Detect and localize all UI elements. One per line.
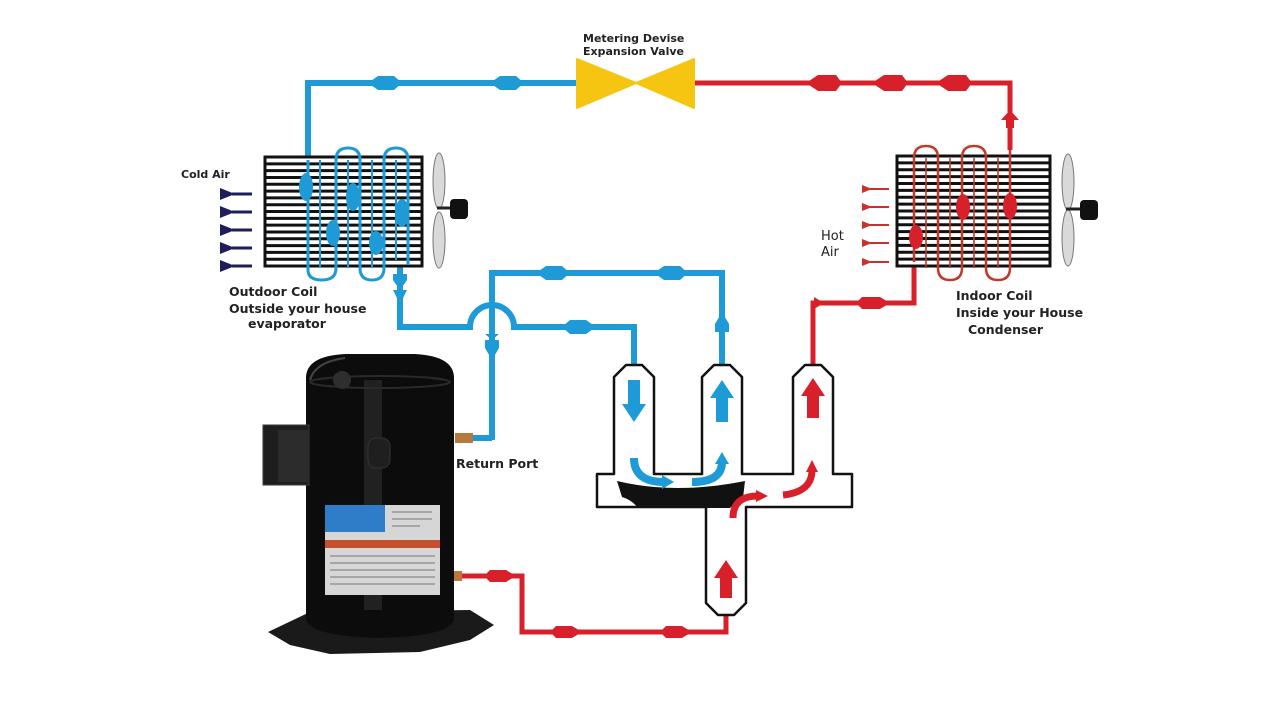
flow-arrow-left bbox=[490, 76, 524, 90]
indoor-coil[interactable] bbox=[895, 144, 1098, 282]
cold-air-label: Cold Air bbox=[181, 168, 230, 181]
hot-line-compressor-discharge bbox=[458, 573, 729, 635]
outdoor-coil-tubing bbox=[306, 146, 410, 282]
flow-arrow-right bbox=[660, 626, 692, 638]
flow-arrow-right bbox=[814, 297, 824, 309]
flow-arrow-right bbox=[550, 626, 582, 638]
flow-arrow-up bbox=[1001, 110, 1019, 128]
return-port-label: Return Port bbox=[456, 456, 539, 471]
flow-arrow-left bbox=[536, 266, 570, 280]
indoor-coil-flow-arrows bbox=[909, 193, 1017, 249]
flow-arrow-left bbox=[806, 75, 842, 91]
indoor-coil-title: Indoor Coil bbox=[956, 288, 1033, 303]
indoor-coil-location: Inside your House bbox=[956, 305, 1084, 320]
hot-air-label-line2: Air bbox=[821, 245, 839, 260]
indoor-coil-role: Condenser bbox=[968, 322, 1044, 337]
curved-flow-arrow bbox=[729, 492, 759, 519]
curved-flow-arrow bbox=[691, 461, 726, 486]
flow-arrow-left bbox=[936, 75, 972, 91]
compressor-suction-port bbox=[455, 433, 473, 443]
outdoor-coil-title: Outdoor Coil bbox=[229, 284, 318, 299]
expansion-valve-body bbox=[576, 58, 695, 109]
flow-arrow-left bbox=[368, 76, 402, 90]
expansion-valve-label-line2: Expansion Valve bbox=[583, 45, 685, 58]
outdoor-coil-flow-arrows bbox=[299, 173, 409, 255]
flow-arrow-down bbox=[622, 380, 646, 422]
flow-arrow-up bbox=[714, 560, 738, 598]
hot-air-label-line1: Hot bbox=[821, 229, 844, 244]
outdoor-coil-location: Outside your house bbox=[229, 301, 367, 316]
expansion-valve[interactable] bbox=[576, 58, 695, 109]
flow-arrow-up bbox=[801, 378, 825, 418]
flow-arrow-left bbox=[872, 75, 908, 91]
flow-arrow-right bbox=[856, 297, 890, 309]
hot-line-indoor-coil-to-valve bbox=[694, 80, 1013, 150]
flow-arrow-right bbox=[562, 320, 596, 334]
hot-air-arrows bbox=[862, 185, 889, 266]
cold-line-suction-loop bbox=[489, 270, 725, 440]
reversing-valve-flow-arrows bbox=[622, 378, 825, 598]
outdoor-coil-role: evaporator bbox=[248, 316, 326, 331]
cold-line-valve-to-outdoor-coil bbox=[305, 80, 578, 160]
indoor-coil-fan-icon bbox=[1061, 153, 1098, 267]
expansion-valve-label-line1: Metering Devise bbox=[583, 32, 685, 45]
curved-flow-arrow bbox=[782, 469, 816, 499]
reversing-valve-slider bbox=[617, 481, 745, 508]
flow-arrow-down bbox=[393, 274, 407, 304]
cold-air-arrows bbox=[220, 188, 252, 272]
flow-arrow-right bbox=[484, 570, 516, 582]
outdoor-coil[interactable] bbox=[263, 146, 468, 282]
cold-line-outdoor-coil-exit bbox=[397, 265, 637, 368]
curved-flow-arrow bbox=[630, 457, 665, 486]
flow-arrow-up bbox=[710, 380, 734, 422]
compressor[interactable] bbox=[262, 354, 494, 654]
flow-arrow-left bbox=[654, 266, 688, 280]
outdoor-coil-fan-icon bbox=[432, 152, 468, 269]
cold-flow-arrows bbox=[368, 76, 729, 360]
hot-flow-arrows bbox=[484, 75, 1019, 638]
reversing-valve[interactable] bbox=[595, 363, 854, 617]
hot-line-reversing-valve-to-indoor-coil bbox=[810, 262, 917, 368]
flow-arrow-down bbox=[485, 334, 499, 360]
compressor-discharge-port bbox=[454, 571, 462, 581]
flow-arrow-up bbox=[715, 312, 729, 332]
